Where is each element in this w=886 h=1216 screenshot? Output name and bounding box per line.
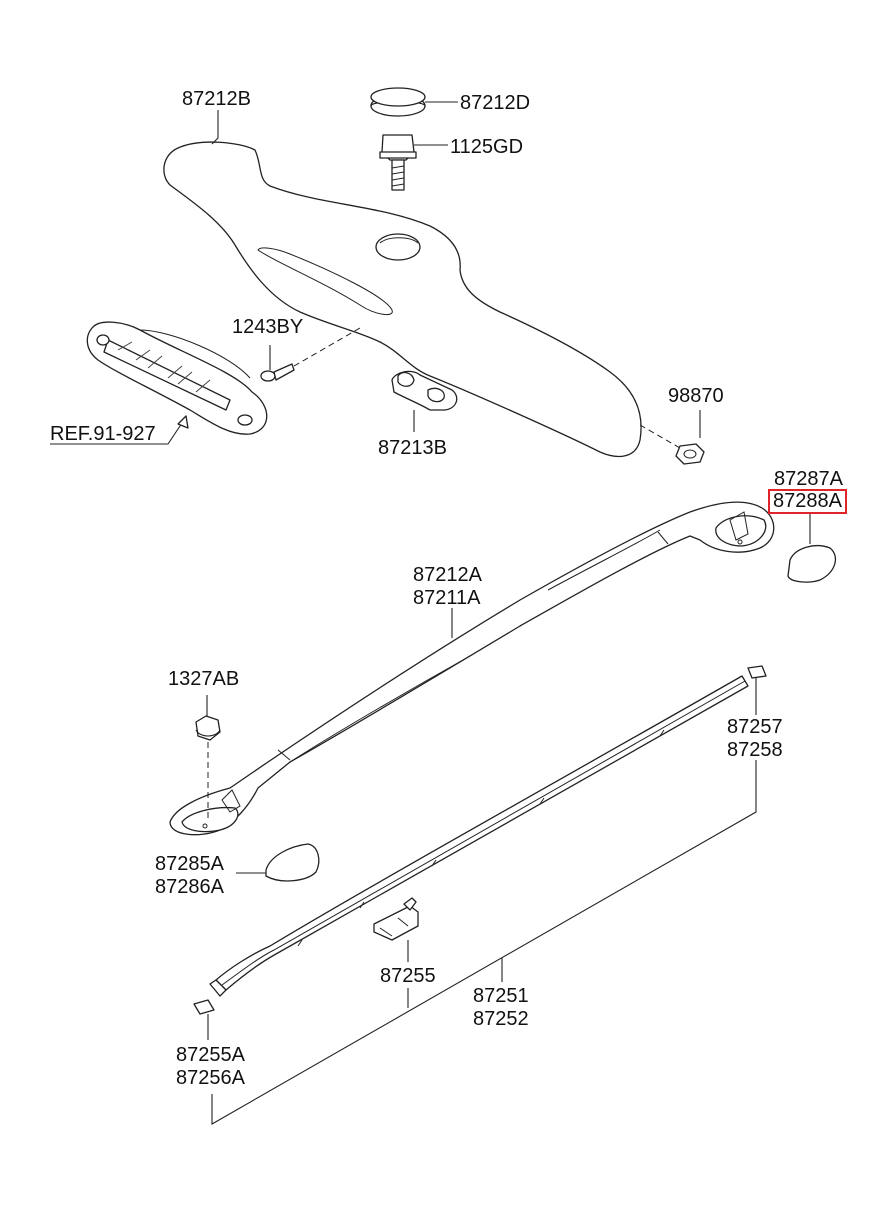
label-87212B: 87212B	[182, 88, 251, 110]
clip-87213B	[391, 370, 458, 432]
label-87213B: 87213B	[378, 437, 447, 459]
lamp-assembly	[86, 321, 268, 435]
clip-87255	[373, 897, 419, 962]
label-1243BY: 1243BY	[232, 316, 304, 338]
leader-ref	[50, 419, 185, 445]
label-87256A: 87256A	[176, 1067, 245, 1089]
leader-87212B	[211, 110, 219, 145]
cover-87285A	[265, 843, 320, 882]
label-87285A: 87285A	[155, 853, 224, 875]
bolt-1125GD	[379, 134, 448, 191]
label-1125GD: 1125GD	[450, 136, 524, 158]
label-87288A-highlighted: 87288A	[768, 489, 847, 514]
nut-98870	[639, 410, 705, 465]
rail-molding	[209, 675, 749, 997]
label-1327AB: 1327AB	[168, 668, 240, 690]
label-87255A: 87255A	[176, 1044, 245, 1066]
cover-87288A	[787, 545, 837, 583]
screw-1243BY	[260, 327, 361, 382]
label-87287A: 87287A	[774, 468, 843, 490]
label-87258: 87258	[727, 739, 783, 761]
label-98870: 98870	[668, 385, 724, 407]
label-87255: 87255	[380, 965, 436, 987]
label-87257: 87257	[727, 716, 783, 738]
roof-rail	[169, 501, 775, 836]
end-clip-87255A	[193, 999, 215, 1015]
label-87212A: 87212A	[413, 564, 482, 586]
bracket-molding	[211, 760, 757, 1125]
label-87211A: 87211A	[413, 587, 481, 609]
label-87252: 87252	[473, 1008, 529, 1030]
ref-arrow-icon	[177, 415, 189, 429]
roof-carrier-upper	[163, 141, 642, 458]
label-ref-91-927: REF.91-927	[50, 423, 156, 445]
end-clip-87257	[747, 665, 767, 679]
label-87286A: 87286A	[155, 876, 224, 898]
cap-87212D	[370, 87, 458, 117]
label-87251: 87251	[473, 985, 529, 1007]
nut-1327AB	[195, 695, 221, 820]
label-87212D: 87212D	[460, 92, 531, 114]
